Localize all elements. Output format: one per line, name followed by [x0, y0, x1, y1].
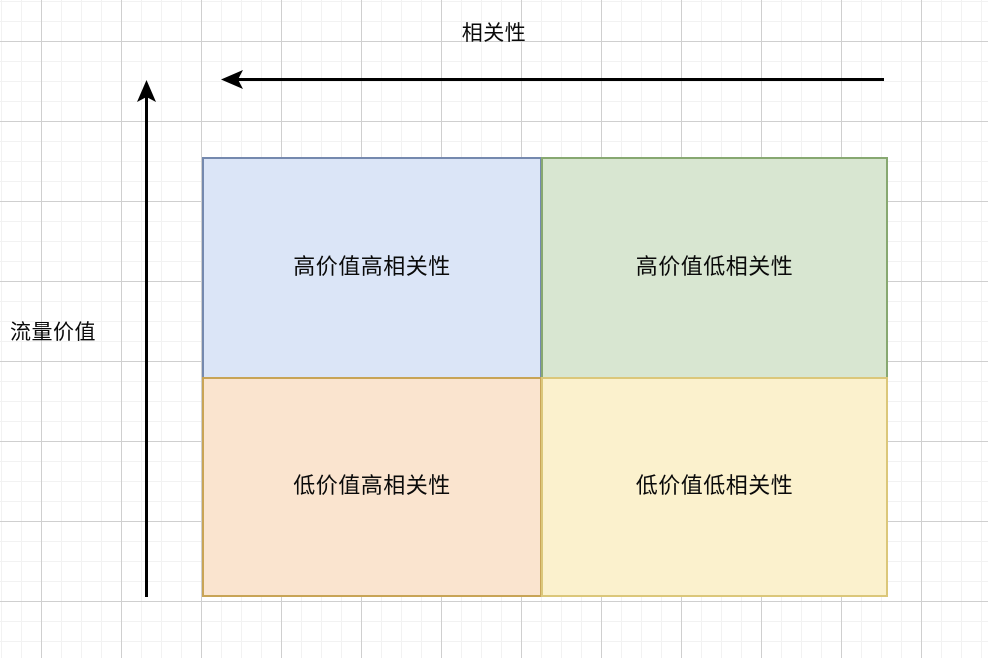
horizontal-axis-title: 相关性 [461, 21, 527, 45]
quadrant-top-left-label: 高价值高相关性 [293, 254, 451, 280]
vertical-axis-arrow [137, 80, 156, 597]
quadrant-bottom-left[interactable]: 低价值高相关性 [202, 377, 542, 597]
quadrant-matrix: 高价值高相关性 高价值低相关性 低价值高相关性 低价值低相关性 [202, 157, 888, 597]
arrow-head-left-icon [221, 70, 243, 89]
horizontal-axis-arrow [221, 70, 884, 89]
quadrant-top-left[interactable]: 高价值高相关性 [202, 157, 542, 379]
vertical-axis-title: 流量价值 [10, 320, 96, 344]
quadrant-bottom-right-label: 低价值低相关性 [635, 473, 794, 499]
quadrant-bottom-left-label: 低价值高相关性 [293, 473, 451, 499]
quadrant-top-right[interactable]: 高价值低相关性 [541, 157, 888, 379]
quadrant-top-right-label: 高价值低相关性 [635, 254, 794, 280]
quadrant-bottom-right[interactable]: 低价值低相关性 [541, 377, 888, 597]
arrow-head-up-icon [137, 80, 156, 102]
